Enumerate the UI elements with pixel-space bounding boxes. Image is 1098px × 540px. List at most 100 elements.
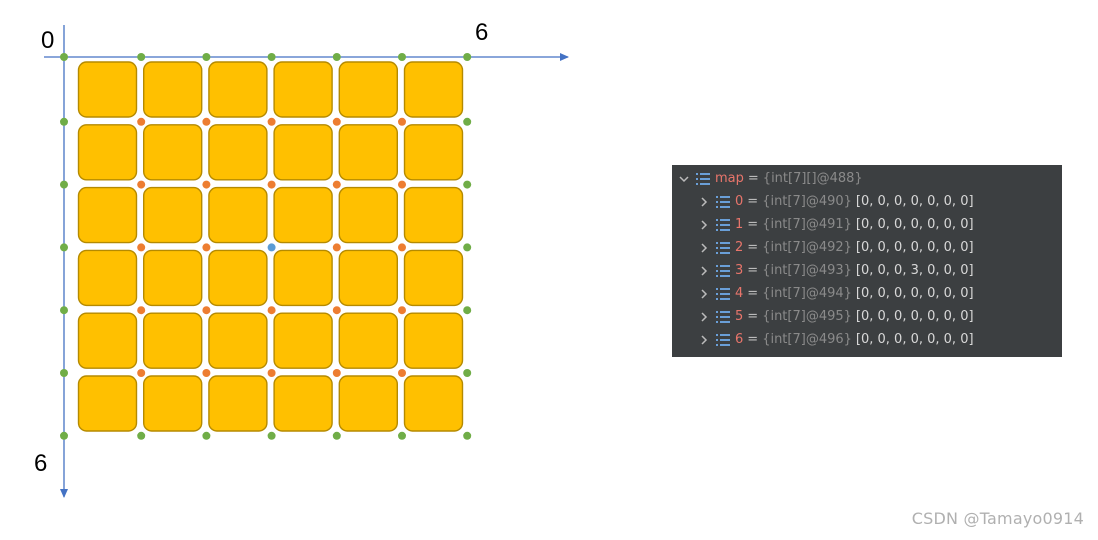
grid-tile <box>208 186 268 244</box>
grid-tile <box>338 124 398 181</box>
grid-tile <box>77 61 138 118</box>
array-element-row[interactable]: 3={int[7]@493}[0, 0, 0, 3, 0, 0, 0] <box>672 259 1062 282</box>
variable-type: {int[7][]@488} <box>762 171 863 186</box>
grid-tile <box>403 375 464 432</box>
array-element-row[interactable]: 1={int[7]@491}[0, 0, 0, 0, 0, 0, 0] <box>672 213 1062 236</box>
border-point <box>463 243 472 252</box>
element-type: {int[7]@492} <box>762 240 852 255</box>
inner-point <box>398 243 406 252</box>
border-point <box>267 53 276 61</box>
grid-tile <box>403 61 464 118</box>
element-type: {int[7]@490} <box>762 194 852 209</box>
inner-point <box>202 117 211 126</box>
tiles-layer <box>77 61 464 432</box>
grid-tile <box>208 312 268 369</box>
element-value: [0, 0, 0, 0, 0, 0, 0] <box>855 240 974 255</box>
array-element-rows: 0={int[7]@490}[0, 0, 0, 0, 0, 0, 0]1={in… <box>672 190 1062 351</box>
equals-sign: = <box>747 194 759 209</box>
element-type: {int[7]@491} <box>762 217 852 232</box>
element-value: [0, 0, 0, 0, 0, 0, 0] <box>855 217 974 232</box>
border-point <box>60 369 68 377</box>
grid-tile <box>208 249 268 307</box>
grid-tile <box>142 249 203 307</box>
border-point <box>137 53 146 61</box>
chevron-right-icon[interactable] <box>698 311 710 323</box>
border-point <box>60 243 68 252</box>
variable-name: map <box>715 171 744 186</box>
array-icon <box>716 264 730 277</box>
array-icon <box>716 218 730 231</box>
chevron-right-icon[interactable] <box>698 219 710 231</box>
inner-point <box>332 369 341 377</box>
inner-point <box>202 306 211 315</box>
element-value: [0, 0, 0, 0, 0, 0, 0] <box>855 309 974 324</box>
chevron-right-icon[interactable] <box>698 288 710 300</box>
grid-diagram: 0 6 6 <box>34 19 569 498</box>
grid-tile <box>273 186 333 244</box>
equals-sign: = <box>747 309 759 324</box>
origin-label: 0 <box>41 27 54 54</box>
grid-tile <box>208 61 268 118</box>
border-point <box>332 53 341 61</box>
y-axis-end-label: 6 <box>34 450 47 477</box>
equals-sign: = <box>747 171 759 186</box>
element-type: {int[7]@496} <box>762 332 852 347</box>
grid-tile <box>77 312 138 369</box>
inner-point <box>137 306 146 315</box>
chevron-right-icon[interactable] <box>698 196 710 208</box>
equals-sign: = <box>747 217 759 232</box>
grid-tile <box>403 312 464 369</box>
inner-point <box>398 369 406 377</box>
inner-point <box>137 180 146 189</box>
array-icon <box>716 241 730 254</box>
inner-point <box>398 180 406 189</box>
grid-tile <box>142 186 203 244</box>
chevron-right-icon[interactable] <box>698 242 710 254</box>
grid-tile <box>77 249 138 307</box>
inner-point <box>332 306 341 315</box>
element-type: {int[7]@495} <box>762 309 852 324</box>
element-type: {int[7]@494} <box>762 286 852 301</box>
debugger-variables-panel: map = {int[7][]@488} 0={int[7]@490}[0, 0… <box>672 165 1062 357</box>
chevron-right-icon[interactable] <box>698 265 710 277</box>
inner-point <box>202 369 211 377</box>
chevron-down-icon[interactable] <box>678 173 690 185</box>
element-index: 6 <box>735 332 744 347</box>
equals-sign: = <box>747 332 759 347</box>
grid-tile <box>273 61 333 118</box>
border-point <box>463 117 472 126</box>
array-element-row[interactable]: 2={int[7]@492}[0, 0, 0, 0, 0, 0, 0] <box>672 236 1062 259</box>
element-index: 5 <box>735 309 744 324</box>
array-icon <box>696 172 710 185</box>
array-element-row[interactable]: 0={int[7]@490}[0, 0, 0, 0, 0, 0, 0] <box>672 190 1062 213</box>
inner-point <box>332 180 341 189</box>
grid-tile <box>142 312 203 369</box>
variable-row-map[interactable]: map = {int[7][]@488} <box>672 167 1062 190</box>
array-icon <box>716 287 730 300</box>
inner-point <box>398 117 406 126</box>
element-index: 0 <box>735 194 744 209</box>
inner-point <box>398 306 406 315</box>
grid-tile <box>338 61 398 118</box>
inner-point <box>202 180 211 189</box>
array-element-row[interactable]: 6={int[7]@496}[0, 0, 0, 0, 0, 0, 0] <box>672 328 1062 351</box>
border-point <box>332 431 341 440</box>
grid-tile <box>142 61 203 118</box>
grid-tile <box>403 186 464 244</box>
border-point <box>60 431 68 440</box>
array-element-row[interactable]: 5={int[7]@495}[0, 0, 0, 0, 0, 0, 0] <box>672 305 1062 328</box>
array-element-row[interactable]: 4={int[7]@494}[0, 0, 0, 0, 0, 0, 0] <box>672 282 1062 305</box>
grid-tile <box>338 186 398 244</box>
element-value: [0, 0, 0, 0, 0, 0, 0] <box>855 332 974 347</box>
border-point <box>463 180 472 189</box>
array-icon <box>716 333 730 346</box>
grid-tile <box>208 375 268 432</box>
chevron-right-icon[interactable] <box>698 334 710 346</box>
element-index: 3 <box>735 263 744 278</box>
border-point <box>202 53 211 61</box>
x-axis-end-label: 6 <box>475 19 488 46</box>
array-icon <box>716 195 730 208</box>
grid-tile <box>77 124 138 181</box>
grid-tile <box>338 312 398 369</box>
